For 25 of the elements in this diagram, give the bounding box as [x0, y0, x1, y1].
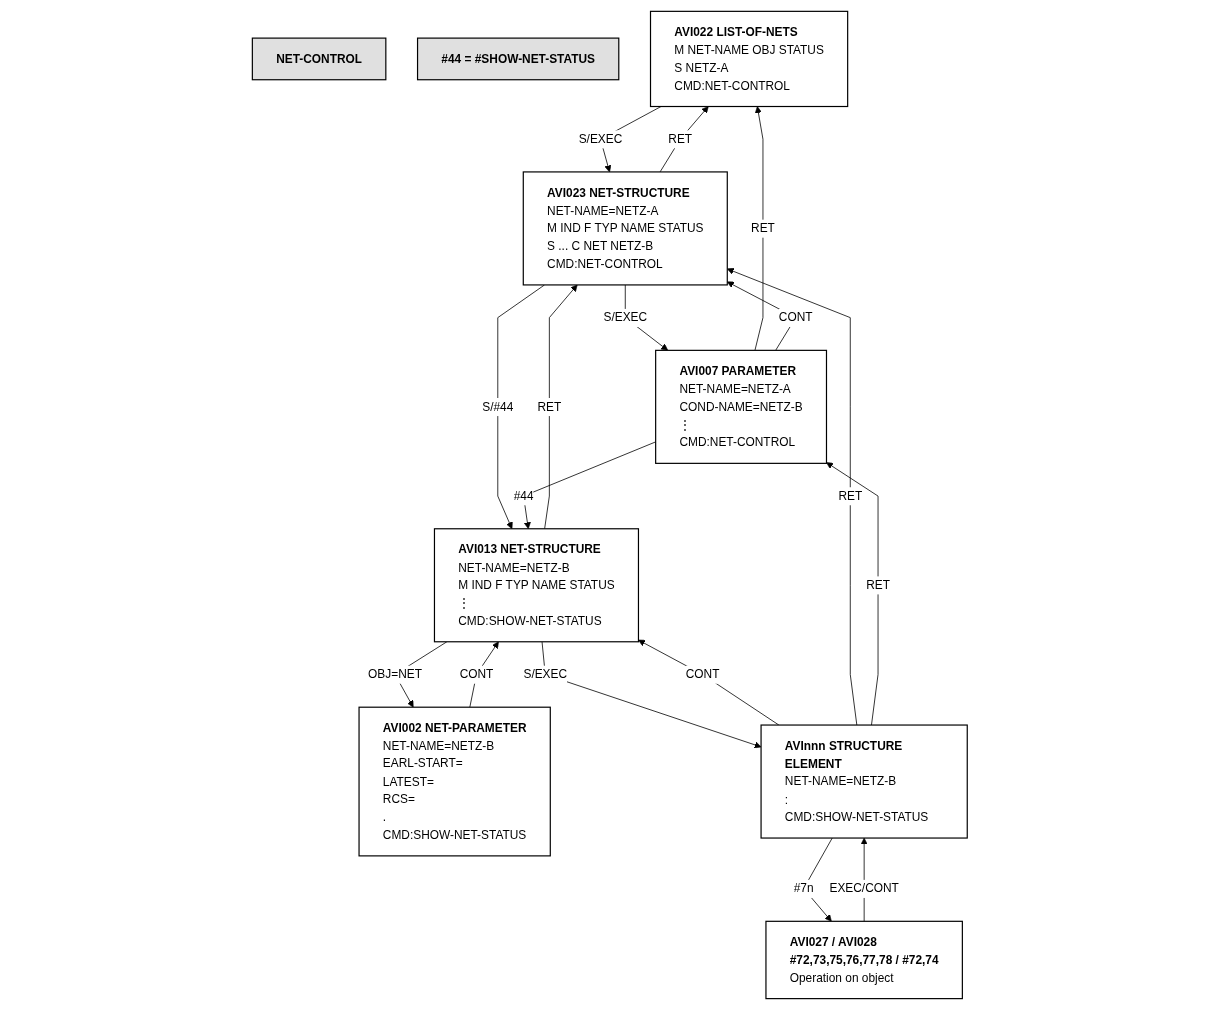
node-box: AVInnn STRUCTURE ELEMENT NET-NAME=NETZ-B : CMD:SHOW-NET-STATUS — [760, 724, 968, 839]
node-box: NET-CONTROL — [251, 37, 387, 81]
node-box: AVI007 PARAMETER NET-NAME=NETZ-A COND-NAME=NETZ-B ⋮ CMD:NET-CONTROL — [654, 349, 827, 464]
node-box: AVI022 LIST-OF-NETS M NET-NAME OBJ STATUS S NETZ-A CMD:NET-CONTROL — [649, 10, 848, 108]
edge-label: CONT — [459, 667, 494, 681]
edge-label: RET — [537, 399, 561, 414]
edge-label: RET — [865, 577, 890, 592]
edge-label: S/EXEC — [523, 667, 567, 681]
edge-label: RET — [750, 221, 775, 235]
edge-label: S/EXEC — [578, 131, 623, 146]
edge-label: S/#44 — [481, 399, 514, 414]
edge-label: RET — [838, 488, 862, 503]
edge-label: #44 — [513, 488, 534, 503]
node-box: AVI013 NET-STRUCTURE NET-NAME=NETZ-B M IND F TYP NAME STATUS ⋮ CMD:SHOW-NET-STATUS — [433, 528, 639, 643]
edge-label: #7n — [793, 881, 814, 895]
edge-label: OBJ=NET — [367, 667, 422, 681]
edge-label: EXEC/CONT — [829, 881, 899, 895]
node-box: AVI027 / AVI028 #72,73,75,76,77,78 / #72,74 Operation on object — [765, 920, 963, 1000]
node-box: AVI023 NET-STRUCTURE NET-NAME=NETZ-A M IND F TYP NAME STATUS S ... C NET NETZ-B CMD:NET-CONTROL — [522, 171, 728, 286]
edge-label: RET — [668, 131, 692, 146]
edge-label: CONT — [685, 667, 720, 681]
node-box: #44 = #SHOW-NET-STATUS — [416, 37, 620, 81]
node-box: AVI002 NET-PARAMETER NET-NAME=NETZ-B EARL-START= LATEST= RCS= . CMD:SHOW-NET-STATUS — [358, 706, 551, 857]
edge-label: CONT — [778, 310, 813, 324]
edge-label: S/EXEC — [603, 310, 647, 324]
